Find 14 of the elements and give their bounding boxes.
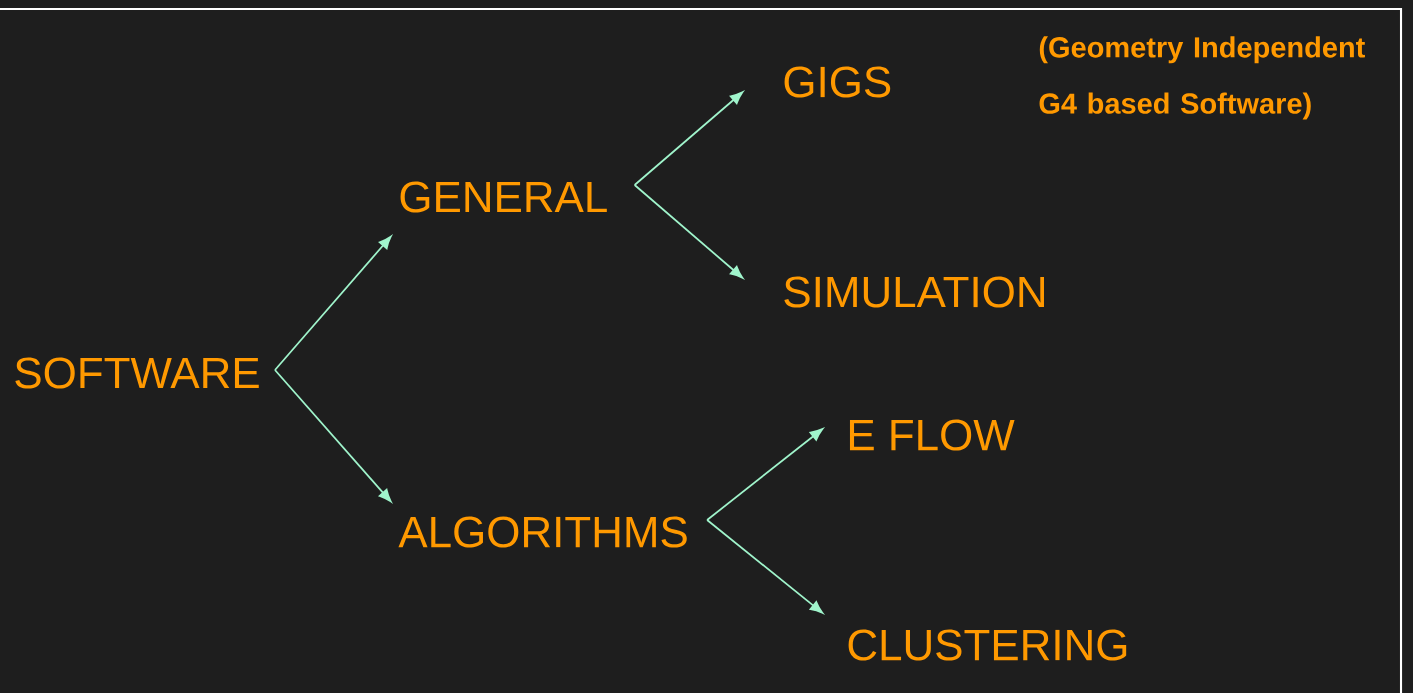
node-label: SIMULATION bbox=[784, 276, 1044, 308]
node-label: ALGORITHMS bbox=[398, 516, 687, 548]
node-label: GENERAL bbox=[400, 181, 607, 213]
arrow bbox=[274, 235, 392, 371]
annotation-text: (Geometry Independent G4 based Software) bbox=[1039, 36, 1365, 120]
node-label: GIGS bbox=[784, 66, 891, 98]
node-label: SOFTWARE bbox=[15, 357, 259, 389]
arrow bbox=[633, 184, 744, 279]
arrow bbox=[274, 369, 392, 503]
node-label: E FLOW bbox=[849, 419, 1015, 451]
arrow bbox=[706, 428, 824, 521]
arrow bbox=[633, 91, 744, 186]
node-label: CLUSTERING bbox=[848, 629, 1127, 661]
arrow bbox=[706, 519, 824, 614]
